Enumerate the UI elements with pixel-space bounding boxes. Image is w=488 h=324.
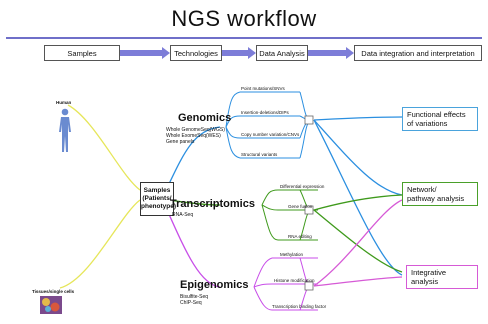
analysis-diff-expression: Differential expression (280, 184, 325, 189)
label-tissues: Tissues/single cells (32, 289, 75, 294)
stage-samples: Samples (44, 45, 120, 61)
analysis-rna-editing: RNA editing (288, 234, 312, 239)
analysis-tf-binding: Transcription binding factor (272, 304, 327, 309)
stage-technologies: Technologies (170, 45, 222, 61)
samples-node: Samples (Patients/ phenotype) (140, 182, 177, 216)
analysis-gene-fusion: Gene fusion (288, 204, 313, 209)
genomics-tech-1: Whole GenomeSeq(WGS) (166, 127, 225, 133)
samples-line-1: Samples (143, 187, 171, 194)
junction-transcriptomics (304, 205, 314, 215)
analysis-snvs: Point mutations/SNVs (241, 86, 285, 91)
genomics-tech-2: Whole ExomeSeq(WES) (166, 133, 221, 139)
analysis-histone: Histone modification (274, 278, 315, 283)
link-samples-genomics (167, 126, 221, 187)
output-3-line-1: Integrative (411, 268, 447, 277)
stage-arrow-1 (120, 47, 170, 59)
output-links (313, 116, 403, 287)
stage-data-integration: Data integration and interpretation (354, 45, 482, 61)
category-genomics: Genomics (178, 112, 232, 124)
output-1-line-2: of variations (407, 119, 448, 128)
title-rule (6, 37, 482, 39)
category-transcriptomics: Transcriptomics (170, 198, 255, 210)
stage-data-analysis: Data Analysis (256, 45, 308, 61)
output-3-line-2: analysis (411, 277, 439, 286)
epigenomics-tech-2: ChIP-Seq (180, 300, 202, 306)
tissue-cells-icon (40, 296, 62, 314)
analysis-methylation: Methylation (280, 252, 304, 257)
samples-line-2: (Patients/ (142, 195, 172, 202)
transcriptomics-tech-1: RNA-Seq (172, 212, 194, 218)
category-epigenomics: Epigenomics (180, 279, 249, 291)
link-tissues-samples (59, 199, 141, 289)
junction-genomics (304, 115, 314, 125)
junction-epigenomics (304, 281, 314, 291)
output-network-pathway: Network/ pathway analysis (402, 182, 478, 206)
page-title: NGS workflow (171, 6, 317, 31)
stage-arrow-3 (308, 47, 354, 59)
output-functional-effects: Functional effects of variations (402, 107, 478, 131)
analysis-indels: Insertion-deletions/DIPs (241, 110, 289, 115)
output-integrative: Integrative analysis (406, 265, 478, 289)
output-1-line-1: Functional effects (407, 110, 466, 119)
link-human-samples (67, 104, 141, 191)
transcriptomics-branches (261, 189, 318, 241)
epigenomics-tech-1: Bisulfite-Seq (180, 294, 209, 300)
label-human: Human (56, 100, 72, 105)
analysis-cnvs: Copy number variation/CNVs (241, 132, 300, 137)
human-figure-icon (59, 108, 71, 152)
genomics-branches (225, 91, 311, 159)
epigenomics-tech: Bisulfite-Seq ChIP-Seq (180, 294, 208, 306)
genomics-tech: Whole GenomeSeq(WGS) Whole ExomeSeq(WES)… (166, 127, 225, 145)
genomics-tech-3: Gene panels (166, 139, 195, 145)
samples-line-3: phenotype) (141, 203, 177, 210)
link-samples-epigenomics (167, 211, 221, 288)
output-2-line-1: Network/ (407, 185, 437, 194)
output-2-line-2: pathway analysis (407, 194, 465, 203)
analysis-structural: Structural variants (241, 152, 278, 157)
stage-arrow-2 (222, 47, 256, 59)
